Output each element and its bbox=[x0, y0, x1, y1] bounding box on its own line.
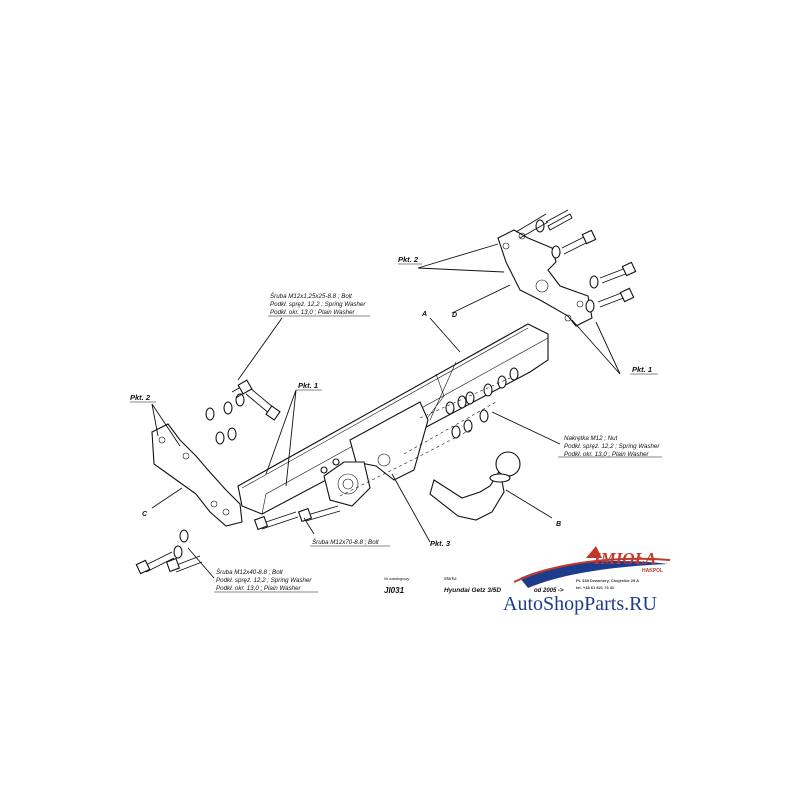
crossbar-a bbox=[237, 323, 549, 515]
note-underlines bbox=[130, 263, 662, 593]
label-part-a: A bbox=[421, 311, 427, 318]
watermark-text: AutoShopParts.RU bbox=[503, 593, 657, 615]
catalog-number-caption: Nr katalogowy bbox=[384, 576, 410, 581]
label-pkt1-right: Pkt. 1 bbox=[632, 365, 652, 374]
brand-logo: IMIOŁA HAKPOL PL 338 Dzwonery, Chojeckie… bbox=[513, 546, 671, 590]
label-pkt3: Pkt. 3 bbox=[430, 539, 451, 548]
svg-text:Podkł. spręż. 12,2 ; Spring Wa: Podkł. spręż. 12,2 ; Spring Washer bbox=[216, 577, 312, 584]
note-nut-m12: Nakrętka M12 ; Nut Podkł. spręż. 12,2 ; … bbox=[564, 435, 660, 458]
svg-text:Śruba M12x40-8.8 ; Bolt: Śruba M12x40-8.8 ; Bolt bbox=[216, 569, 283, 576]
brand-logo-triangle-icon bbox=[586, 546, 602, 558]
socket-plate bbox=[320, 458, 371, 507]
brand-phone: tel. +48 61 821 73 31 bbox=[576, 585, 615, 590]
svg-text:Podkł. spręż. 12,2 ; Spring Wa: Podkł. spręż. 12,2 ; Spring Washer bbox=[564, 443, 660, 450]
label-part-d: D bbox=[452, 312, 457, 319]
assembly-lines bbox=[339, 377, 511, 497]
left-bracket-c bbox=[151, 423, 243, 527]
make-caption: Marka bbox=[444, 576, 457, 581]
bottom-left-fasteners bbox=[135, 529, 203, 575]
brand-logo-text: IMIOŁA bbox=[593, 549, 656, 568]
brand-address: PL 338 Dzwonery, Chojeckie 29 A bbox=[576, 578, 639, 583]
label-pkt2-top: Pkt. 2 bbox=[398, 255, 419, 264]
svg-text:Podkł. spręż. 12,2 ; Spring Wa: Podkł. spręż. 12,2 ; Spring Washer bbox=[270, 301, 366, 308]
label-pkt1-left: Pkt. 1 bbox=[298, 381, 318, 390]
note-bolt-m12x40: Śruba M12x40-8.8 ; Bolt Podkł. spręż. 12… bbox=[216, 569, 312, 592]
title-block: Nr katalogowy JI031 Marka Hyundai Getz 3… bbox=[384, 576, 564, 595]
note-bolt-m12x125: Śruba M12x1,25x25-8.8 ; Bolt Podkł. sprę… bbox=[270, 293, 366, 316]
label-pkt2-left: Pkt. 2 bbox=[130, 393, 151, 402]
svg-text:Podkł. okr. 13,0 ; Plain Washe: Podkł. okr. 13,0 ; Plain Washer bbox=[564, 451, 650, 458]
vehicle-model: Hyundai Getz 3/5D bbox=[444, 587, 501, 594]
svg-text:Śruba M12x1,25x25-8.8 ; Bolt: Śruba M12x1,25x25-8.8 ; Bolt bbox=[270, 293, 352, 300]
svg-text:Podkł. okr. 13,0 ; Plain Washe: Podkł. okr. 13,0 ; Plain Washer bbox=[216, 585, 302, 592]
right-bracket-fasteners bbox=[515, 209, 637, 313]
svg-text:Nakrętka M12 ; Nut: Nakrętka M12 ; Nut bbox=[564, 435, 618, 442]
tow-ball-b bbox=[429, 451, 521, 521]
vehicle-year: od 2005 -> bbox=[534, 588, 564, 594]
svg-text:Podkł. okr. 13,0 ; Plain Washe: Podkł. okr. 13,0 ; Plain Washer bbox=[270, 309, 356, 316]
ball-fasteners bbox=[445, 367, 519, 439]
watermark: AutoShopParts.RU bbox=[503, 593, 657, 615]
leader-lines bbox=[151, 243, 621, 579]
brand-subtitle: HAKPOL bbox=[642, 568, 663, 574]
right-bracket-d bbox=[497, 229, 593, 327]
label-part-c: C bbox=[142, 511, 148, 518]
label-part-b: B bbox=[556, 521, 561, 528]
catalog-number: JI031 bbox=[384, 586, 405, 595]
left-bracket-fasteners bbox=[205, 379, 341, 531]
note-bolt-m12x70: Śruba M12x70-8.8 ; Bolt bbox=[312, 539, 379, 546]
